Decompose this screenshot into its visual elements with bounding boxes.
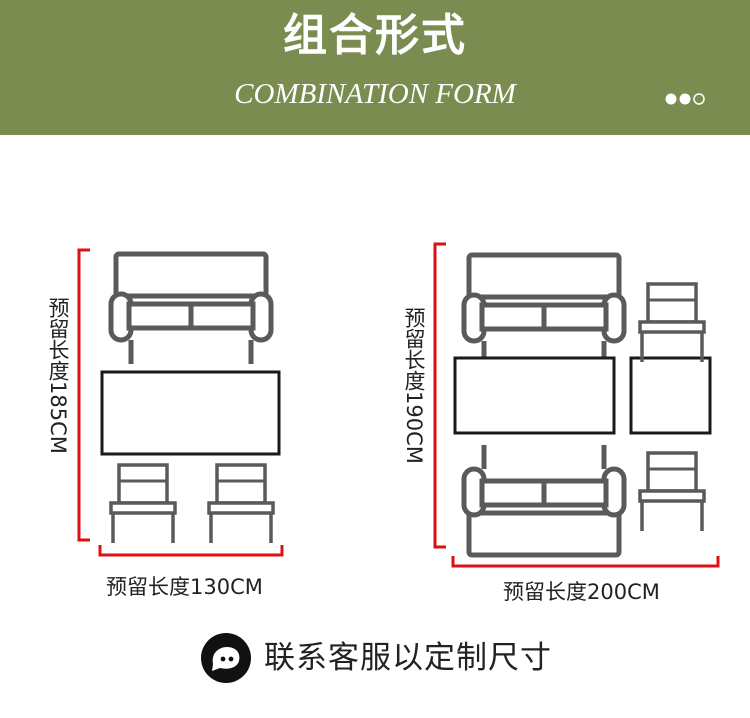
layout-2 [433,242,720,568]
coffee-table [100,370,281,456]
chair [109,463,177,545]
page-title: 组合形式 [283,10,467,61]
sofa [464,445,624,555]
coffee-table [453,356,616,435]
chair [638,451,706,533]
height-dimension-line [77,248,90,542]
chair [207,463,275,545]
height-label: 预留长度190CM [402,307,426,464]
chat-bubble-icon[interactable] [201,633,251,683]
sofa [464,255,624,365]
page-subtitle: COMBINATION FORM [234,78,516,110]
side-table [629,356,712,435]
furniture-layout-diagram [77,242,720,568]
width-label: 预留长度200CM [503,580,660,604]
contact-customization-text[interactable]: 联系客服以定制尺寸 [264,640,552,676]
width-label: 预留长度130CM [106,575,263,599]
height-dimension-line [433,242,446,549]
width-dimension-line [98,545,284,557]
layout-1 [77,248,284,557]
chair [638,282,706,364]
header-banner: 组合形式 COMBINATION FORM [0,0,750,135]
three-dots-icon [665,93,705,105]
width-dimension-line [451,556,720,568]
height-label: 预留长度185CM [46,297,70,454]
sofa [111,254,271,364]
